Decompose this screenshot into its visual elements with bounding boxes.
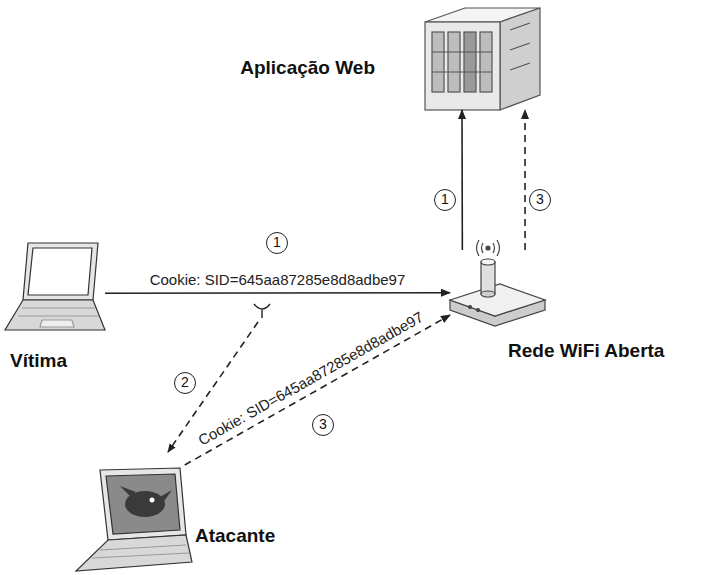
callout-number: 3	[312, 414, 334, 436]
callout-number: 1	[434, 189, 456, 211]
connector-arrow	[524, 110, 526, 250]
router-icon	[450, 240, 545, 326]
connector-arrow	[461, 110, 463, 250]
attacker-node: Atacante	[75, 465, 193, 570]
callout-number: 1	[266, 232, 288, 254]
connector-arrow	[105, 292, 450, 294]
server-icon	[425, 8, 540, 110]
cookie-label: Cookie: SID=645aa87285e8d8adbe97	[148, 272, 408, 289]
node-label: Atacante	[195, 525, 275, 547]
tap-symbol	[254, 304, 270, 318]
connector-arrow	[185, 315, 450, 465]
cookie-label: Cookie: SID=645aa87285e8d8adbe97	[194, 308, 428, 450]
victim-laptop	[5, 243, 105, 330]
router-node: Rede WiFi Aberta	[450, 250, 545, 320]
node-label: Vítima	[10, 350, 67, 372]
callout-number: 3	[529, 189, 551, 211]
victim-node: Vítima	[5, 240, 105, 335]
node-label: Rede WiFi Aberta	[508, 340, 664, 362]
node-label: Aplicação Web	[240, 57, 375, 79]
callout-number: 2	[174, 372, 196, 394]
attacker-laptop	[76, 468, 192, 571]
server-node: Aplicação Web	[420, 5, 545, 110]
